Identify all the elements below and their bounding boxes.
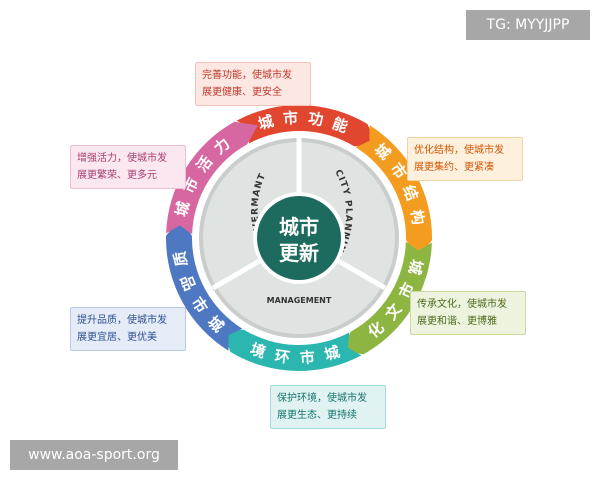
callout-culture: 传承文化，使城市发 展更和谐、更博雅 bbox=[410, 291, 526, 335]
segment-label-quality-char: 质 bbox=[171, 250, 191, 268]
ring-segment-quality bbox=[165, 217, 243, 351]
tg-watermark: TG: MYYJJPP bbox=[466, 10, 590, 40]
segment-label-structure-char: 结 bbox=[399, 183, 421, 204]
segment-label-environment-char: 环 bbox=[274, 347, 291, 367]
outer-arrow-ring bbox=[165, 105, 433, 371]
segment-label-function-char: 能 bbox=[330, 114, 350, 136]
callout-environment-line2: 展更生态、更持续 bbox=[277, 410, 357, 421]
ring-segment-vitality bbox=[166, 121, 258, 235]
center-circle: 城市 更新 bbox=[253, 192, 345, 284]
center-title-line1: 城市 bbox=[279, 215, 319, 239]
callout-culture-line2: 展更和谐、更博雅 bbox=[417, 316, 497, 327]
ring-segment-culture bbox=[340, 241, 432, 355]
ring-segment-function bbox=[236, 105, 377, 147]
callout-culture-line1: 传承文化，使城市发 bbox=[417, 299, 507, 310]
ring-segment-structure bbox=[355, 125, 433, 259]
segment-label-function-char: 功 bbox=[307, 109, 324, 129]
segment-label-culture-char: 城 bbox=[405, 258, 426, 277]
site-watermark: www.aoa-sport.org bbox=[10, 440, 178, 470]
callout-environment: 保护环境，使城市发 展更生态、更持续 bbox=[270, 385, 386, 429]
callout-vitality-line2: 展更繁荣、更多元 bbox=[77, 170, 157, 181]
ring-segment-environment bbox=[221, 329, 362, 371]
callout-structure-line1: 优化结构，使城市发 bbox=[414, 145, 504, 156]
segment-label-structure-char: 构 bbox=[407, 208, 427, 226]
segment-label-vitality-char: 城 bbox=[172, 200, 193, 219]
callout-vitality: 增强活力，使城市发 展更繁荣、更多元 bbox=[70, 145, 186, 189]
segment-label-function-char: 市 bbox=[282, 109, 298, 128]
callout-vitality-line1: 增强活力，使城市发 bbox=[77, 153, 167, 164]
callout-function-line1: 完善功能，使城市发 bbox=[202, 70, 292, 81]
callout-quality-line1: 提升品质，使城市发 bbox=[77, 315, 167, 326]
segment-label-environment-char: 城 bbox=[322, 343, 341, 364]
center-title-line2: 更新 bbox=[279, 241, 319, 265]
inner-label-management: MANAGEMENT bbox=[267, 296, 332, 305]
segment-label-function-char: 城 bbox=[256, 112, 275, 133]
callout-environment-line1: 保护环境，使城市发 bbox=[277, 393, 367, 404]
callout-structure: 优化结构，使城市发 展更集约、更紧凑 bbox=[407, 137, 523, 181]
callout-quality: 提升品质，使城市发 展更宜居、更优美 bbox=[70, 307, 186, 351]
segment-label-environment-char: 境 bbox=[248, 340, 268, 362]
segment-label-quality-char: 品 bbox=[177, 273, 199, 294]
segment-label-environment-char: 市 bbox=[299, 348, 315, 367]
callout-quality-line2: 展更宜居、更优美 bbox=[77, 332, 157, 343]
callout-function-line2: 展更健康、更安全 bbox=[202, 87, 282, 98]
callout-structure-line2: 展更集约、更紧凑 bbox=[414, 162, 494, 173]
callout-function: 完善功能，使城市发 展更健康、更安全 bbox=[195, 62, 311, 106]
